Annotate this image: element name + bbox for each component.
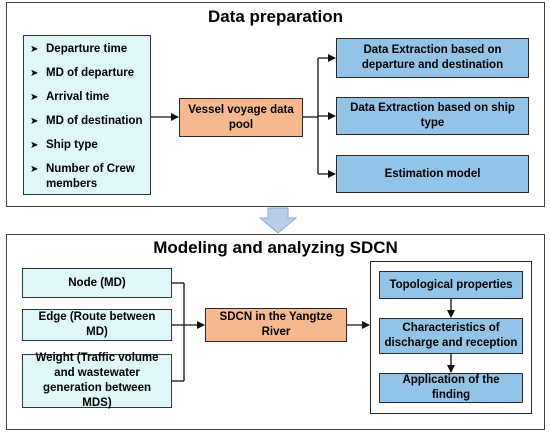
list-item: ➤Ship type [30,139,98,151]
edge-box: Edge (Route between MD) [22,309,172,341]
arrow-bullet-icon: ➤ [30,44,39,55]
vessel-voyage-data-pool-box: Vessel voyage data pool [179,98,303,137]
list-item: members [46,178,98,190]
arrow-bullet-icon: ➤ [30,140,39,151]
weight-box: Weight (Traffic volume and wastewater ge… [22,352,172,409]
application-box: Application of the finding [379,373,523,403]
list-item: ➤Departure time [30,43,128,55]
node-box: Node (MD) [22,268,172,298]
sdcn-yangtze-box: SDCN in the Yangtze River [205,308,347,342]
list-item: ➤MD of departure [30,67,135,79]
topological-properties-box: Topological properties [379,271,523,299]
discharge-reception-box: Characteristics of discharge and recepti… [379,318,523,354]
list-item: ➤MD of destination [30,115,143,127]
arrow-bullet-icon: ➤ [30,164,39,175]
list-item: ➤Arrival time [30,91,110,103]
voyage-attributes-list: ➤Departure time ➤MD of departure ➤Arriva… [24,36,150,201]
list-item: ➤Number of Crew [30,163,135,175]
extraction-by-ship-type-box: Data Extraction based on ship type [336,97,529,135]
estimation-model-box: Estimation model [336,155,529,193]
arrow-bullet-icon: ➤ [30,92,39,103]
arrow-bullet-icon: ➤ [30,68,39,79]
arrow-bullet-icon: ➤ [30,116,39,127]
data-preparation-title: Data preparation [207,7,344,26]
voyage-attributes-box: ➤Departure time ➤MD of departure ➤Arriva… [23,35,151,195]
modeling-analyzing-title: Modeling and analyzing SDCN [153,238,398,257]
extraction-by-od-box: Data Extraction based on departure and d… [336,38,529,78]
